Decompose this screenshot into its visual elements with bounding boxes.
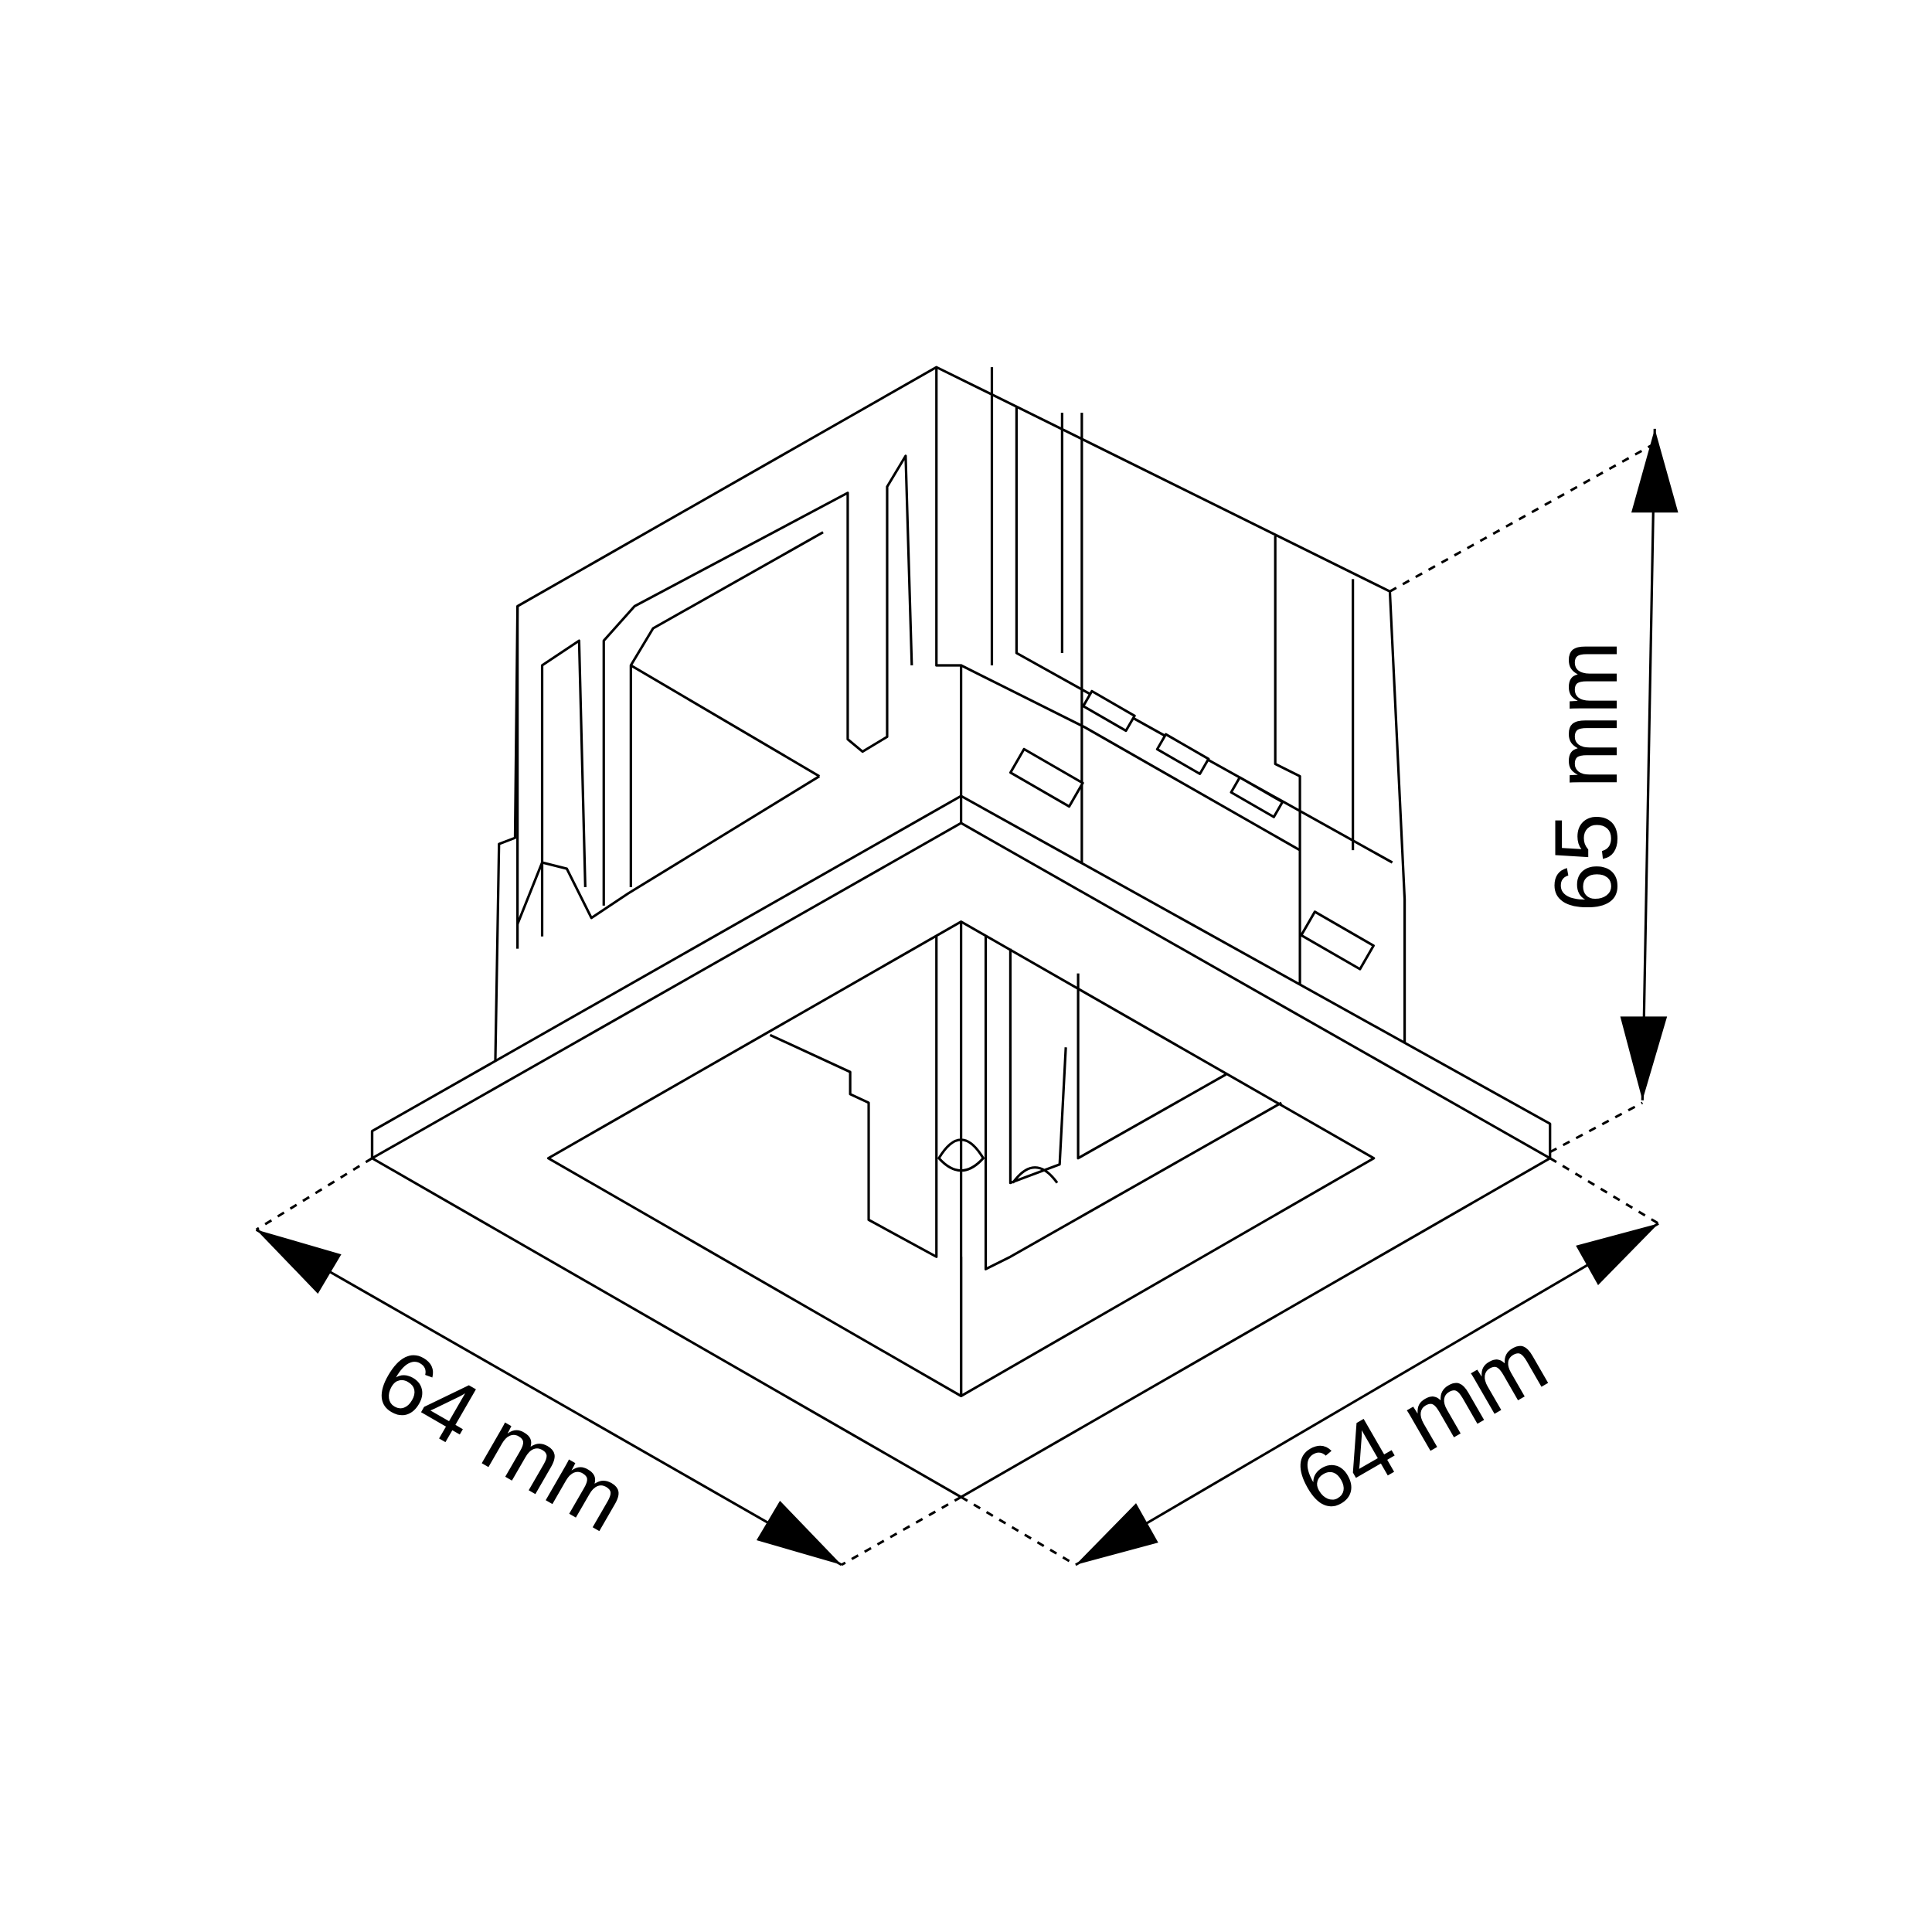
arrowhead-icon	[756, 1500, 842, 1565]
housing-body	[494, 366, 1406, 1063]
dimension-label-width-left: 64 mm	[360, 1329, 645, 1550]
dimension-label-width-right: 64 mm	[1278, 1311, 1563, 1532]
arrowhead-icon	[1620, 1016, 1668, 1100]
arrowhead-icon	[1631, 428, 1679, 513]
dimension-label-height: 65 mm	[1537, 641, 1636, 912]
dimension-height: 65 mm	[1537, 428, 1679, 1100]
extension-lines	[255, 442, 1659, 1566]
arrowhead-icon	[256, 1230, 342, 1294]
arrowhead-icon	[1075, 1503, 1158, 1565]
arrowhead-icon	[1576, 1223, 1659, 1285]
